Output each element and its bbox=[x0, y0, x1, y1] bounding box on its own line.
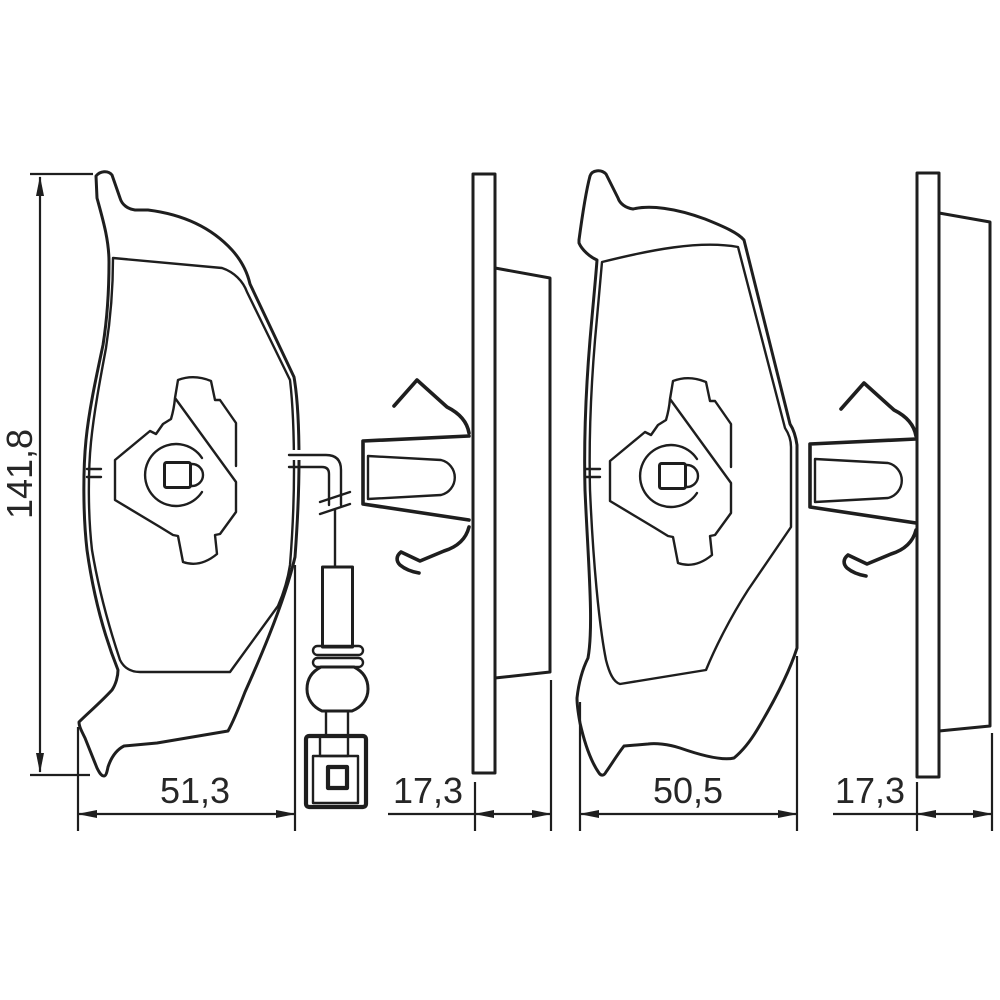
sensor-neck bbox=[324, 709, 350, 738]
pad1-friction-outline bbox=[87, 256, 296, 674]
sensor-wire-inner bbox=[287, 465, 331, 507]
pad-side-view-right bbox=[808, 171, 992, 779]
sensor-wire-outer bbox=[287, 453, 343, 507]
pad2-edge-ticks bbox=[584, 467, 602, 479]
pad2-backplate-outline bbox=[575, 169, 799, 777]
wear-sensor bbox=[287, 450, 370, 810]
connector-terminal bbox=[325, 764, 350, 791]
side2-backplate bbox=[915, 171, 941, 779]
dim-label-height: 141,8 bbox=[0, 429, 40, 519]
pad1-backplate-outline bbox=[77, 170, 301, 778]
side1-backplate bbox=[471, 172, 497, 775]
dimension-pad2-width: 50,5 bbox=[578, 656, 799, 831]
dimension-pad1-thickness: 17,3 bbox=[388, 680, 553, 831]
side2-friction bbox=[937, 211, 992, 733]
pad2-shim-pattern bbox=[608, 376, 733, 567]
sensor-barrel bbox=[305, 665, 370, 713]
dim-label-pad1-width: 51,3 bbox=[160, 770, 230, 811]
connector-inner-box bbox=[311, 754, 360, 805]
dimension-height: 141,8 bbox=[0, 172, 93, 777]
dim-label-pad2-width: 50,5 bbox=[653, 770, 723, 811]
sensor-body bbox=[321, 565, 354, 649]
pad-side-view-middle bbox=[361, 172, 552, 775]
dimension-pad2-thickness: 17,3 bbox=[833, 733, 994, 831]
pad1-edge-ticks bbox=[85, 467, 103, 479]
side1-friction bbox=[493, 266, 552, 680]
dim-label-pad2-thickness: 17,3 bbox=[835, 770, 905, 811]
dimension-pad1-width: 51,3 bbox=[76, 565, 297, 831]
dim-label-pad1-thickness: 17,3 bbox=[393, 770, 463, 811]
side2-retaining-spring-clip bbox=[808, 381, 918, 578]
pad-front-view-right bbox=[575, 169, 799, 777]
pad1-shim-pattern bbox=[113, 375, 238, 566]
sensor-flange-1 bbox=[311, 644, 365, 657]
side1-retaining-spring-clip bbox=[361, 378, 471, 575]
connector-latch bbox=[318, 734, 350, 758]
pad2-friction-outline bbox=[588, 243, 793, 686]
pad-front-view-left bbox=[77, 170, 301, 778]
